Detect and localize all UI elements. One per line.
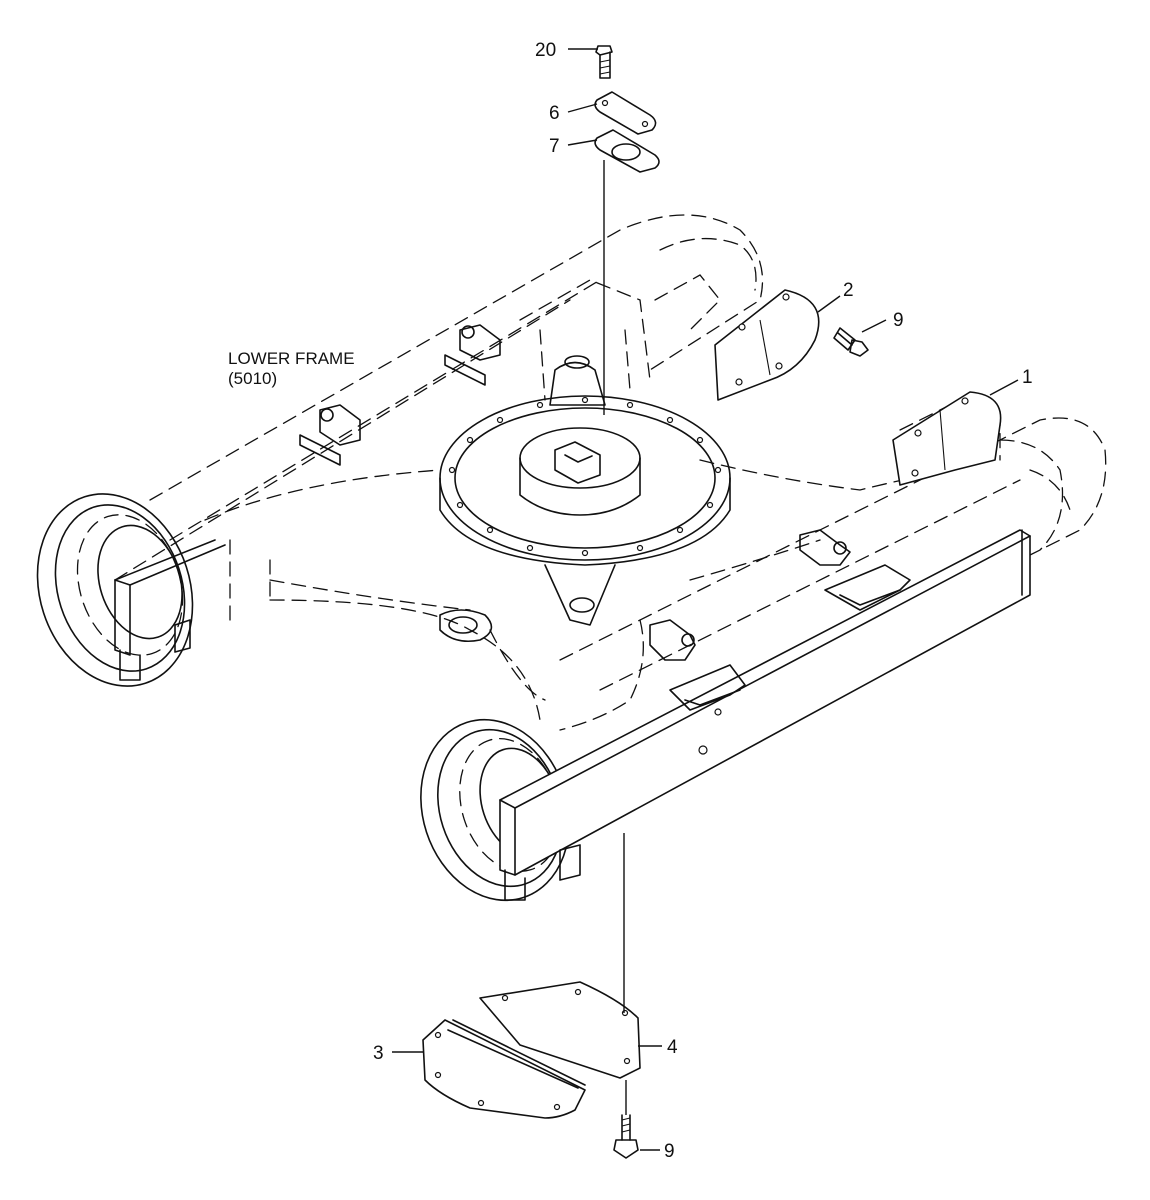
front-track-beam xyxy=(499,529,1031,901)
callout-2: 2 xyxy=(843,280,854,301)
part-1-side-cover xyxy=(892,391,1002,486)
part-2-side-cover xyxy=(714,289,820,401)
center-joint-mount xyxy=(439,355,616,643)
callout-20: 20 xyxy=(535,40,556,61)
track-roller-brackets xyxy=(299,324,911,711)
rear-track-beam xyxy=(114,539,226,681)
lower-frame-code: (5010) xyxy=(228,369,277,388)
bearing-bolt-holes xyxy=(448,396,722,557)
callout-9-top: 9 xyxy=(893,310,904,331)
callout-3: 3 xyxy=(373,1043,384,1064)
part-6-cover-plate xyxy=(594,91,657,135)
lower-frame-outline xyxy=(114,214,1107,731)
callout-6: 6 xyxy=(549,103,560,124)
lower-frame-label: LOWER FRAME xyxy=(228,349,355,368)
part-20-bolt xyxy=(595,45,613,79)
swing-bearing-ring xyxy=(439,395,731,566)
part-3-under-cover xyxy=(422,1019,586,1119)
part-9-top-bolt xyxy=(833,327,869,357)
callout-7: 7 xyxy=(549,136,560,157)
rear-left-idler-wheel xyxy=(36,493,194,687)
callout-9-bottom: 9 xyxy=(664,1141,675,1162)
callout-leaders xyxy=(392,48,1019,1151)
part-7-gasket xyxy=(594,129,660,173)
callout-1: 1 xyxy=(1022,367,1033,388)
part-9-bottom-bolt xyxy=(613,1114,639,1159)
callout-4: 4 xyxy=(667,1037,678,1058)
